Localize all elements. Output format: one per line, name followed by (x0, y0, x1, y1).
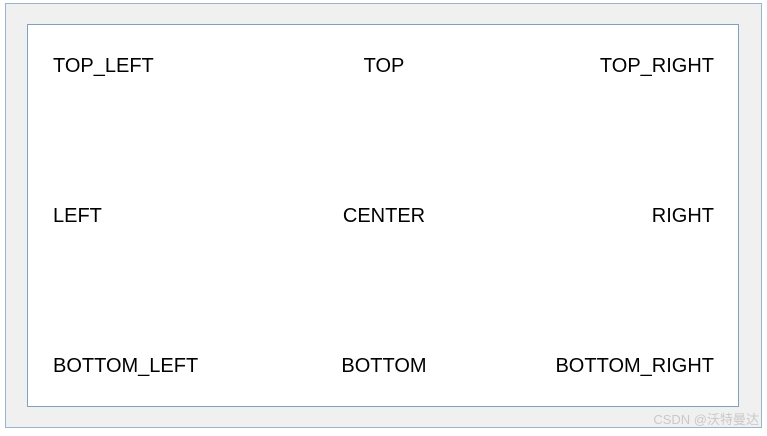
label-right: RIGHT (651, 205, 714, 227)
label-bottom-right: BOTTOM_RIGHT (555, 355, 714, 377)
label-top: TOP (363, 55, 405, 77)
label-top-left: TOP_LEFT (53, 55, 154, 77)
label-center: CENTER (342, 205, 426, 227)
content-pane: TOP_LEFT TOP TOP_RIGHT LEFT CENTER RIGHT… (27, 24, 739, 407)
label-bottom-left: BOTTOM_LEFT (53, 355, 199, 377)
watermark: CSDN @沃特曼达 (653, 412, 759, 427)
application-window: TOP_LEFT TOP TOP_RIGHT LEFT CENTER RIGHT… (5, 3, 762, 428)
label-top-right: TOP_RIGHT (599, 55, 714, 77)
label-bottom: BOTTOM (341, 355, 427, 377)
label-left: LEFT (53, 205, 102, 227)
